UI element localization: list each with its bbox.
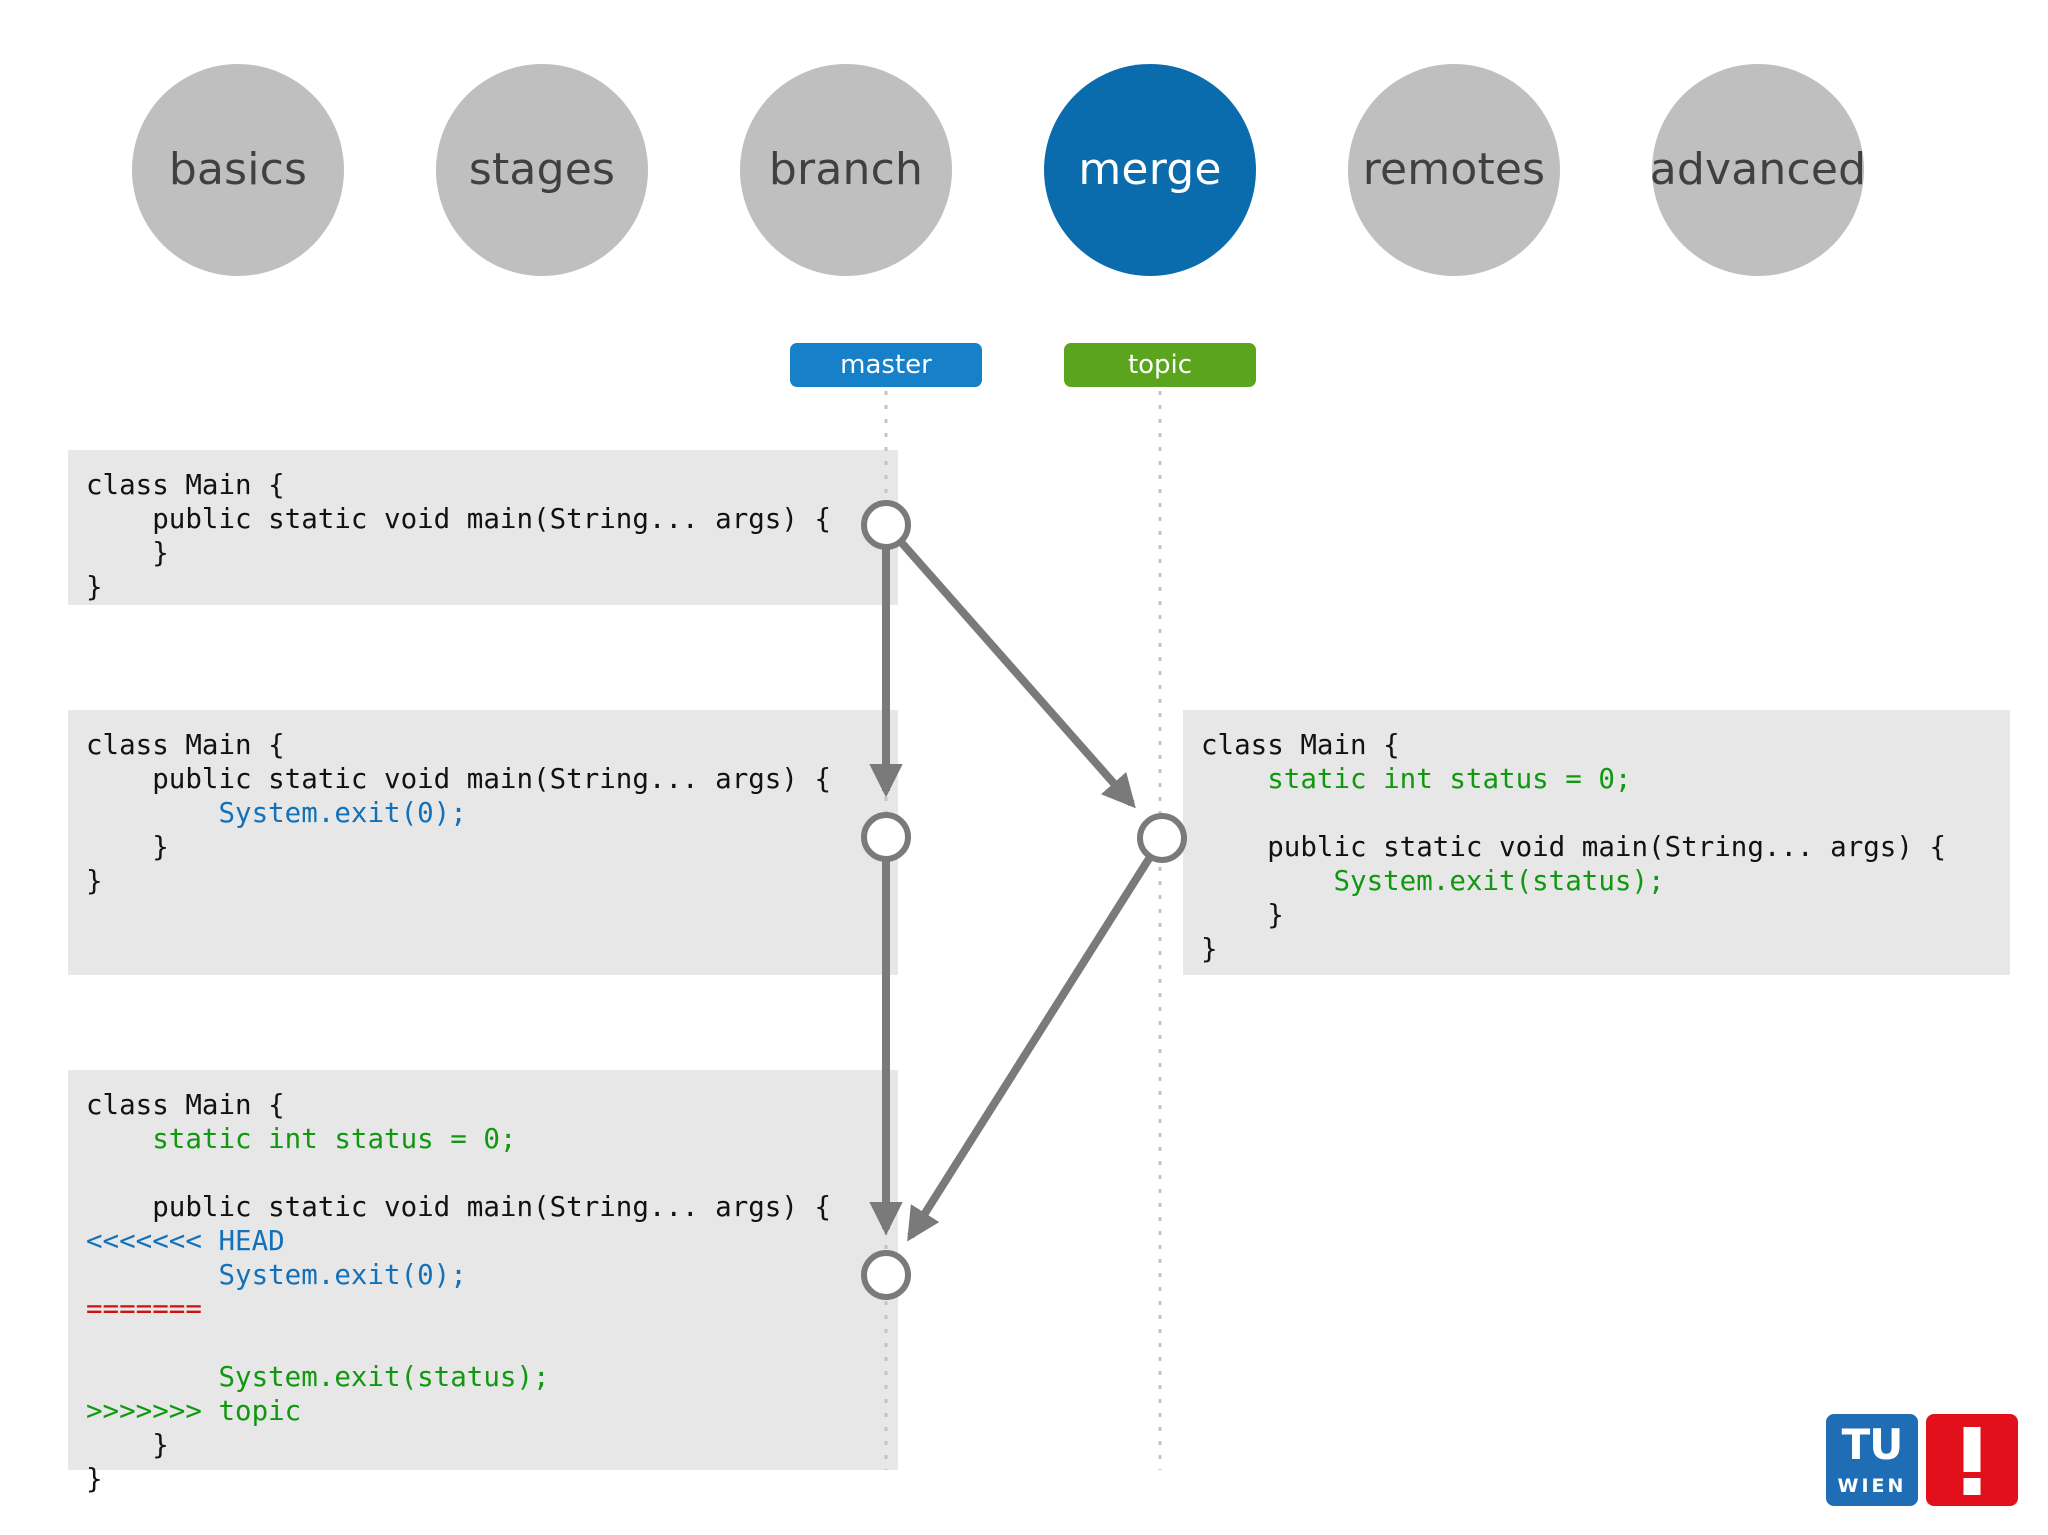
- code-block-topic-commit: class Main { static int status = 0; publ…: [1183, 710, 2010, 975]
- code-line: class Main {: [86, 469, 285, 501]
- code-line: class Main {: [1201, 729, 1400, 761]
- code-line: }: [1201, 933, 1218, 965]
- branch-label-text: master: [840, 350, 932, 380]
- commit-edge-c3-c4: [907, 854, 1154, 1242]
- code-line: System.exit(0);: [86, 1259, 467, 1291]
- topic-nav: basics stages branch merge remotes advanced: [0, 64, 2048, 276]
- nav-circle-label: branch: [768, 144, 924, 195]
- nav-circle-label: basics: [168, 144, 308, 195]
- code-text: class Main { static int status = 0; publ…: [86, 1088, 898, 1496]
- nav-circle-stages[interactable]: stages: [436, 64, 648, 276]
- code-text: class Main { public static void main(Str…: [86, 468, 898, 604]
- code-line: }: [86, 1429, 169, 1461]
- nav-circle-remotes[interactable]: remotes: [1348, 64, 1560, 276]
- wien-text: WIEN: [1837, 1475, 1907, 1497]
- code-line: }: [86, 865, 103, 897]
- code-line: }: [86, 571, 103, 603]
- code-line: }: [86, 537, 169, 569]
- code-line: System.exit(0);: [86, 797, 467, 829]
- branch-label-master[interactable]: master: [790, 343, 982, 387]
- code-line: }: [86, 1463, 103, 1495]
- nav-circle-label: advanced: [1649, 144, 1867, 195]
- code-line: public static void main(String... args) …: [86, 763, 832, 795]
- code-line: }: [1201, 899, 1284, 931]
- code-line: System.exit(status);: [86, 1361, 550, 1393]
- nav-circle-merge[interactable]: merge: [1044, 64, 1256, 276]
- code-line: public static void main(String... args) …: [1201, 831, 1947, 863]
- exclamation-dot: [1963, 1478, 1981, 1495]
- code-line: public static void main(String... args) …: [86, 1191, 832, 1223]
- code-line: =======: [86, 1293, 202, 1325]
- tu-text: TU: [1841, 1420, 1904, 1469]
- tu-wien-logo: TU WIEN: [1826, 1414, 2018, 1506]
- branch-guide-lines: [884, 391, 1162, 1470]
- nav-circle-branch[interactable]: branch: [740, 64, 952, 276]
- exclamation-mark-icon: [1926, 1414, 2018, 1506]
- tu-wien-mark: TU WIEN: [1826, 1414, 1918, 1506]
- branch-label-text: topic: [1127, 350, 1193, 380]
- code-block-initial-master: class Main { public static void main(Str…: [68, 450, 898, 605]
- branch-label-topic[interactable]: topic: [1064, 343, 1256, 387]
- code-block-conflict: class Main { static int status = 0; publ…: [68, 1070, 898, 1495]
- exclamation-stem: [1963, 1427, 1981, 1472]
- code-line: static int status = 0;: [86, 1123, 517, 1155]
- code-line: }: [86, 831, 169, 863]
- code-line: System.exit(status);: [1201, 865, 1665, 897]
- nav-circle-label: merge: [1078, 144, 1222, 195]
- commit-edge-c1-c3: [897, 538, 1136, 809]
- nav-circle-label: stages: [468, 144, 616, 195]
- commit-edges: [869, 538, 1154, 1242]
- nav-circle-basics[interactable]: basics: [132, 64, 344, 276]
- code-block-master-commit: class Main { public static void main(Str…: [68, 710, 898, 975]
- code-text: class Main { static int status = 0; publ…: [1201, 728, 2010, 966]
- commit-nodes: [861, 500, 1187, 1300]
- code-line: class Main {: [86, 729, 285, 761]
- code-line: public static void main(String... args) …: [86, 503, 832, 535]
- code-line: <<<<<<< HEAD: [86, 1225, 285, 1257]
- code-line: static int status = 0;: [1201, 763, 1632, 795]
- nav-circle-advanced[interactable]: advanced: [1649, 64, 1867, 276]
- code-line: class Main {: [86, 1089, 285, 1121]
- code-text: class Main { public static void main(Str…: [86, 728, 898, 898]
- nav-circle-label: remotes: [1362, 144, 1546, 195]
- commit-node-c3[interactable]: [1137, 813, 1187, 863]
- code-line: >>>>>>> topic: [86, 1395, 302, 1427]
